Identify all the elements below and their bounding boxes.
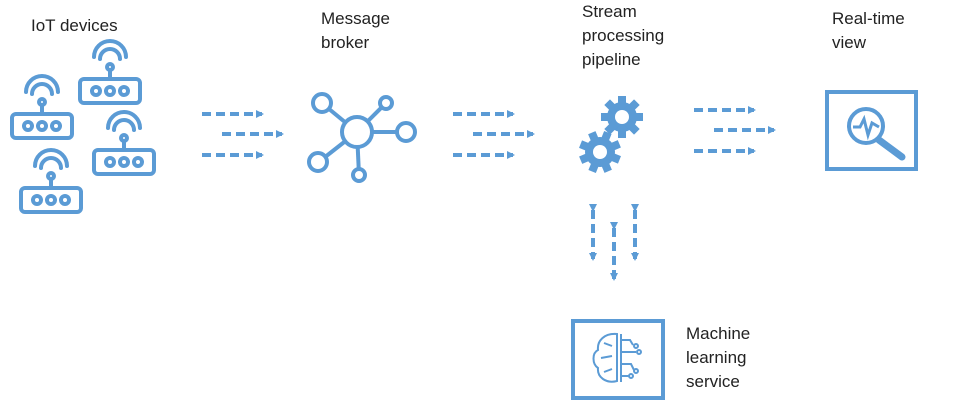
- iot-devices-label: IoT devices: [31, 16, 118, 35]
- hub-network-icon: [307, 92, 417, 183]
- ml-service-label: Machine learning service: [686, 324, 751, 391]
- monitor-magnifier-icon: [825, 90, 918, 171]
- flow-arrows-pipeline-to-view: [694, 106, 776, 155]
- router-wifi-icon: [92, 110, 156, 176]
- gears-icon: [579, 96, 643, 173]
- brain-circuit-icon: [571, 319, 665, 400]
- router-wifi-icon: [78, 39, 142, 105]
- router-wifi-icon: [19, 148, 83, 214]
- message-broker-label: Message broker: [321, 9, 390, 52]
- stream-pipeline-label: Stream processing pipeline: [582, 2, 665, 69]
- flow-arrows-broker-to-pipeline: [453, 110, 535, 159]
- real-time-view-label: Real-time view: [832, 9, 905, 52]
- flow-arrows-iot-to-broker: [202, 110, 284, 159]
- flow-arrows-pipeline-ml: [589, 204, 639, 281]
- router-wifi-icon: [10, 74, 74, 140]
